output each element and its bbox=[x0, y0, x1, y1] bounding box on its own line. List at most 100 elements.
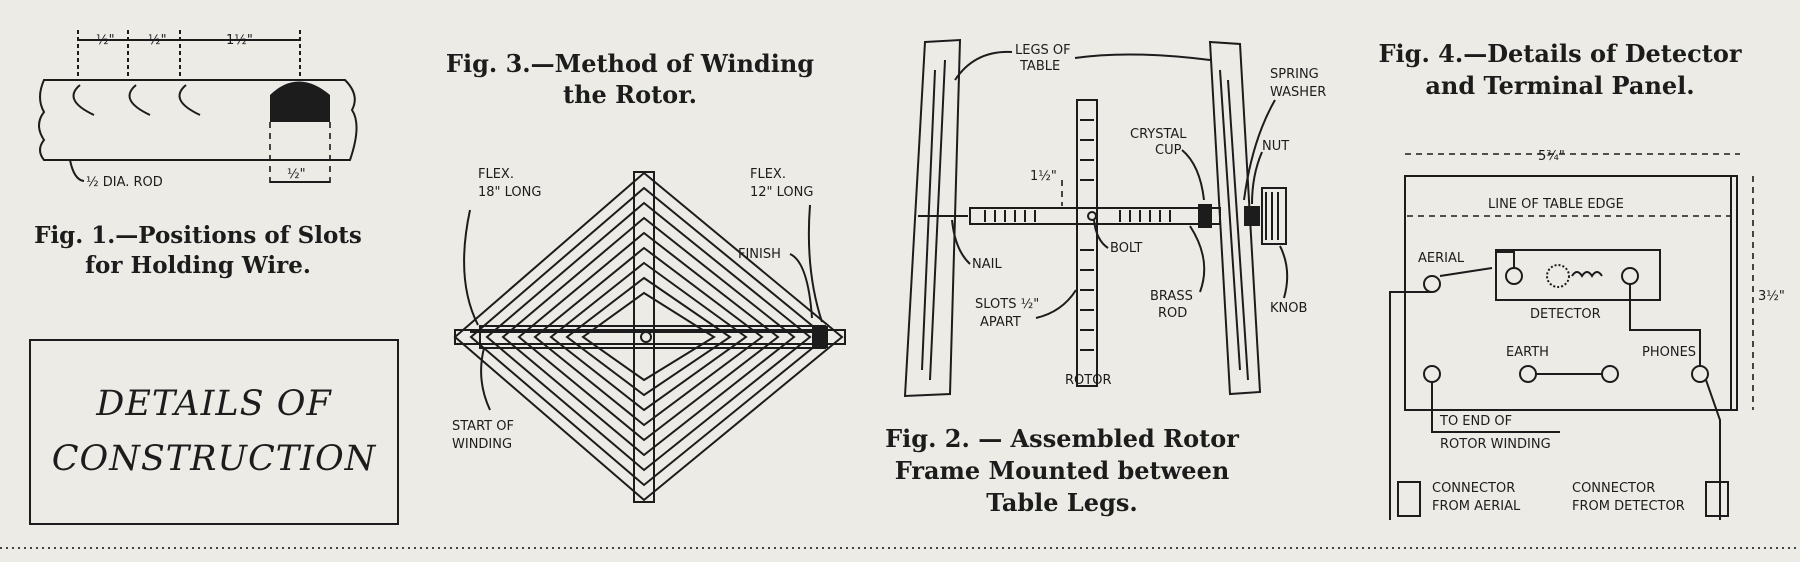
fig3-winding-turn bbox=[469, 186, 828, 487]
fig3-winding-turn bbox=[549, 261, 748, 412]
fig4-aerial-terminal bbox=[1423, 275, 1441, 293]
fig2-nut-label: NUT bbox=[1262, 139, 1289, 154]
title-line2: CONSTRUCTION bbox=[52, 439, 377, 479]
fig2-nail-leader bbox=[951, 219, 971, 265]
fig4-earth-terminal bbox=[1519, 365, 1537, 383]
fig1-cut-section bbox=[270, 81, 330, 122]
fig3-flex-right-l1: FLEX. bbox=[750, 167, 786, 182]
fig2-rotor-bar bbox=[1076, 99, 1098, 387]
fig4-rotor-end-l2: ROTOR WINDING bbox=[1440, 437, 1551, 452]
fig4-detector-box bbox=[1495, 249, 1661, 301]
fig3-flex-right-l2: 12" LONG bbox=[750, 185, 813, 200]
fig4-detector-connector bbox=[1705, 481, 1729, 517]
fig2-caption-line1: Fig. 2. — Assembled Rotor bbox=[885, 424, 1239, 453]
fig4-caption-line2: and Terminal Panel. bbox=[1425, 71, 1694, 100]
fig3-flex-right bbox=[807, 204, 823, 323]
fig2-dim-label: 1½" bbox=[1030, 169, 1057, 184]
fig3-flex-left-l1: FLEX. bbox=[478, 167, 514, 182]
fig2-legs-l1: LEGS OF bbox=[1015, 43, 1071, 58]
fig2-crystal-l2: CUP bbox=[1155, 143, 1182, 158]
fig3-winding-turn bbox=[485, 201, 812, 472]
fig4-aerial-label: AERIAL bbox=[1418, 251, 1465, 266]
fig2-right-table-leg bbox=[1208, 40, 1262, 396]
fig4-rotor-terminal bbox=[1423, 365, 1441, 383]
fig2-nut-leader bbox=[1251, 151, 1263, 205]
fig3-winding-turn bbox=[453, 171, 844, 502]
fig4-aerial-down-wire bbox=[1389, 291, 1432, 520]
fig1-rod-body bbox=[38, 79, 358, 161]
fig4-conn-aerial-l1: CONNECTOR bbox=[1432, 481, 1515, 496]
fig4-phones-terminal bbox=[1691, 365, 1709, 383]
fig4-phones-label: PHONES bbox=[1642, 345, 1696, 360]
title-line1: DETAILS OF bbox=[95, 384, 332, 424]
fig2-nail-label: NAIL bbox=[972, 257, 1002, 272]
fig2-spring-l1: SPRING bbox=[1270, 67, 1319, 82]
fig2-bar-slots bbox=[984, 210, 1171, 222]
fig3-flex-left bbox=[463, 209, 479, 326]
fig4-wire bbox=[1495, 251, 1515, 300]
fig2-slots-l1: SLOTS ½" bbox=[975, 297, 1039, 312]
fig2-knob-grip bbox=[1265, 192, 1279, 240]
fig1-rod-leader bbox=[69, 159, 85, 182]
fig4-rotor-wire bbox=[1431, 382, 1560, 433]
fig3-start-l1: START OF bbox=[452, 419, 514, 434]
fig4-height-dim: 3½" bbox=[1758, 289, 1785, 304]
fig2-rotor-slots bbox=[1080, 119, 1094, 351]
fig2-knob bbox=[1261, 187, 1287, 245]
fig4-conn-detector-l1: CONNECTOR bbox=[1572, 481, 1655, 496]
fig4-cat-whisker bbox=[1571, 271, 1603, 278]
fig4-caption-line1: Fig. 4.—Details of Detector bbox=[1379, 39, 1742, 68]
fig2-leg-grain bbox=[1219, 69, 1249, 381]
fig4-rotor-end-l1: TO END OF bbox=[1439, 414, 1512, 429]
fig2-knob-leader bbox=[1279, 245, 1289, 299]
fig3-winding-turn bbox=[501, 216, 796, 457]
fig2-spring-l2: WASHER bbox=[1270, 85, 1326, 100]
fig1-slot bbox=[128, 84, 151, 116]
fig2-caption-line3: Table Legs. bbox=[986, 488, 1137, 517]
fig3-axle-end bbox=[812, 326, 828, 348]
fig2-crystal-leader bbox=[1181, 149, 1205, 201]
fig4-aerial-detector-wire bbox=[1439, 267, 1493, 277]
fig2-knob-label: KNOB bbox=[1270, 301, 1307, 316]
fig2-legs-l2: TABLE bbox=[1019, 59, 1060, 74]
fig3-caption-line1: Fig. 3.—Method of Winding bbox=[446, 49, 814, 78]
fig3-winding-turn bbox=[533, 246, 764, 427]
fig4-detector-terminal-right bbox=[1621, 267, 1639, 285]
fig2-leg-grain bbox=[921, 59, 946, 381]
fig4-width-dim: 5¾" bbox=[1538, 149, 1565, 164]
fig2-frame-drawing: 1½" LEGS OF TABLE SPRING WASHER CRYSTAL … bbox=[903, 38, 1326, 398]
fig1-dim-d: ½" bbox=[287, 167, 306, 182]
fig2-legs-leaders bbox=[954, 50, 1211, 81]
fig3-start-leader bbox=[480, 347, 491, 411]
title-box-frame bbox=[29, 339, 399, 525]
fig3-vertical-bar bbox=[633, 171, 655, 503]
fig3-caption-line2: the Rotor. bbox=[563, 80, 697, 109]
fig4-aerial-connector bbox=[1397, 481, 1421, 517]
fig1-rod-drawing: ½" ½" 1½" ½" ½ DIA. ROD bbox=[38, 30, 358, 190]
fig4-earth-label: EARTH bbox=[1506, 345, 1549, 360]
fig3-start-l2: WINDING bbox=[452, 437, 512, 452]
fig4-conn-aerial-l2: FROM AERIAL bbox=[1432, 499, 1521, 514]
fig1-slot bbox=[72, 84, 95, 116]
fig2-slots-leader bbox=[1035, 289, 1077, 319]
fig4-phones-down-wire bbox=[1705, 379, 1721, 520]
fig4-conn-detector-l2: FROM DETECTOR bbox=[1572, 499, 1685, 514]
fig1-dim-a: ½" bbox=[96, 33, 115, 48]
fig3-finish-label: FINISH bbox=[738, 247, 781, 262]
fig3-finish-leader bbox=[789, 253, 813, 319]
fig3-flex-left-l2: 18" LONG bbox=[478, 185, 541, 200]
fig2-caption-line2: Frame Mounted between bbox=[895, 456, 1230, 485]
fig1-slot bbox=[178, 84, 201, 116]
fig1-caption-line1: Fig. 1.—Positions of Slots bbox=[34, 222, 362, 249]
fig4-detector-label: DETECTOR bbox=[1530, 307, 1601, 322]
fig2-bolt-circle bbox=[1087, 211, 1097, 221]
fig2-nut bbox=[1244, 206, 1260, 226]
fig1-rod-label: ½ DIA. ROD bbox=[86, 175, 163, 190]
fig4-panel-drawing: 5¾" LINE OF TABLE EDGE 3½" DETECTOR AERI… bbox=[1389, 149, 1785, 520]
fig2-brass-leader bbox=[1189, 225, 1206, 293]
fig2-slots-l2: APART bbox=[980, 315, 1021, 330]
fig3-winding-turn bbox=[565, 276, 732, 397]
fig2-left-table-leg bbox=[903, 38, 962, 398]
